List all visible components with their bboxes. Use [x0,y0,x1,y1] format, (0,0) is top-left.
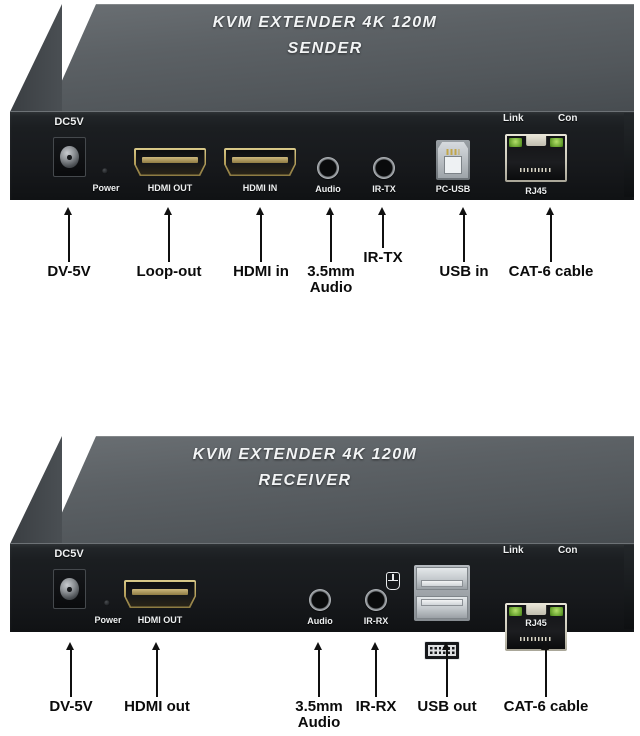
callout-sender-audio: 3.5mm Audio [307,264,355,296]
receiver-rj45-label: RJ45 [525,618,547,628]
receiver-con-indicator-label: Con [558,545,578,556]
callout-receiver-ir-rx: IR-RX [355,698,397,715]
mouse-icon [386,572,400,590]
receiver-con-led [550,607,563,616]
sender-audio-jack[interactable] [317,157,339,179]
receiver-audio-jack[interactable] [309,589,331,611]
callout-receiver-cat6-cable: CAT-6 cable [503,698,589,715]
callout-sender-audio-line-1: 3.5mm [307,263,355,280]
sender-ir-tx-jack[interactable] [373,157,395,179]
device-receiver: KVM EXTENDER 4K 120M RECEIVER DC5V Power… [0,432,640,660]
sender-pc-usb-port[interactable] [436,140,470,180]
sender-brand-line-2: SENDER [287,40,363,57]
sender-dc5v-label: DC5V [54,116,84,128]
receiver-power-led [104,600,110,606]
callout-receiver-audio-line-1: 3.5mm [295,698,343,715]
receiver-hdmi-out-label: HDMI OUT [137,615,183,625]
sender-rj45-label: RJ45 [525,186,547,196]
callout-sender-cat6-cable: CAT-6 cable [508,263,594,280]
sender-rj45-port[interactable] [505,134,567,182]
callout-receiver-dc-5v: DV-5V [49,698,93,715]
sender-right-edge [624,113,634,197]
sender-con-indicator-label: Con [558,113,578,124]
sender-dc-power-jack[interactable] [53,137,86,177]
sender-ir-tx-label: IR-TX [372,184,396,194]
sender-con-led [550,138,563,147]
receiver-ir-rx-jack[interactable] [365,589,387,611]
sender-top-face [48,4,634,112]
sender-link-led [509,138,522,147]
receiver-ir-rx-label: IR-RX [363,616,389,626]
sender-hdmi-out-port[interactable] [134,148,206,176]
callout-sender-loop-out: Loop-out [136,263,202,280]
sender-hdmi-in-port[interactable] [224,148,296,176]
receiver-brand-line-1: KVM EXTENDER 4K 120M [192,446,418,463]
sender-hdmi-out-label: HDMI OUT [147,183,193,193]
receiver-link-indicator-label: Link [503,545,524,556]
callout-sender-usb-in: USB in [439,263,489,280]
receiver-right-edge [624,545,634,629]
callout-sender-ir-tx: IR-TX [363,249,403,266]
callout-sender-audio-line-2: Audio [309,278,353,296]
sender-brand-line-1: KVM EXTENDER 4K 120M [212,14,438,31]
receiver-power-led-label: Power [94,615,122,625]
sender-audio-label: Audio [315,184,341,194]
receiver-usb-out-ports[interactable] [414,565,470,621]
receiver-brand-line-2: RECEIVER [258,472,352,489]
receiver-dc5v-label: DC5V [54,548,84,560]
callout-sender-dc-5v: DV-5V [47,263,91,280]
callout-receiver-audio: 3.5mm Audio [295,699,343,731]
callout-receiver-usb-out: USB out [417,698,477,715]
receiver-top-face [48,436,634,544]
device-sender: KVM EXTENDER 4K 120M SENDER DC5V Power H… [0,0,640,215]
callout-receiver-hdmi-out: HDMI out [124,698,190,715]
sender-pc-usb-label: PC-USB [435,184,471,194]
sender-power-led-label: Power [92,183,120,193]
sender-hdmi-in-label: HDMI IN [242,183,278,193]
receiver-hdmi-out-port[interactable] [124,580,196,608]
receiver-audio-label: Audio [307,616,333,626]
sender-link-indicator-label: Link [503,113,524,124]
callout-sender-hdmi-in: HDMI in [233,263,289,280]
receiver-rj45-port[interactable] [505,603,567,651]
callout-receiver-audio-line-2: Audio [297,713,341,731]
sender-power-led [102,168,108,174]
keyboard-icon [424,641,460,660]
receiver-link-led [509,607,522,616]
receiver-dc-power-jack[interactable] [53,569,86,609]
